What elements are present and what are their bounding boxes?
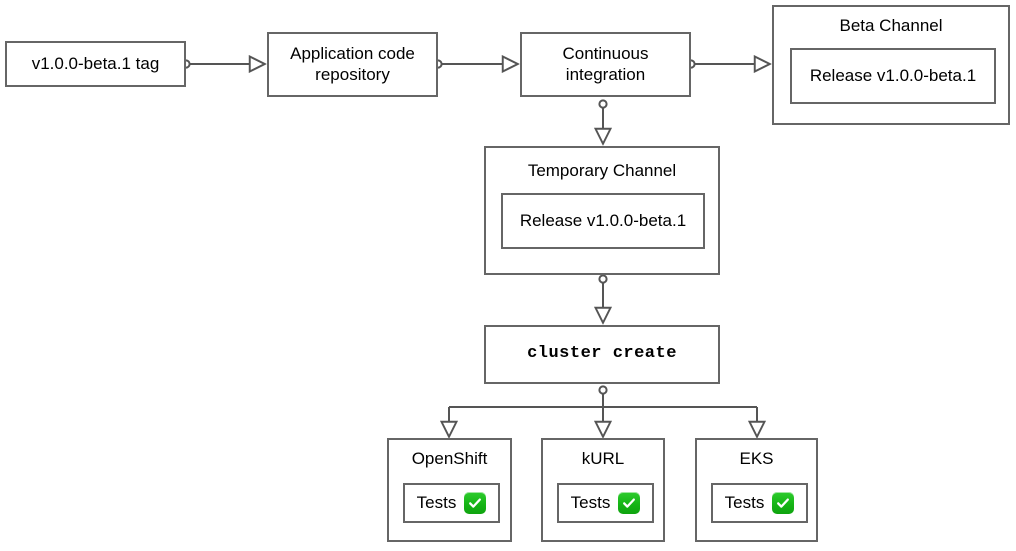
eks-tests-box[interactable]: Tests [711, 483, 808, 523]
eks-title: EKS [739, 449, 774, 468]
check-mark-button-icon [464, 492, 487, 514]
node-beta-channel[interactable]: Beta Channel Release v1.0.0-beta.1 [772, 5, 1010, 125]
edge-source-dot [598, 99, 608, 109]
check-mark-button-icon [618, 492, 641, 514]
temporary-channel-title: Temporary Channel [527, 161, 677, 180]
node-tag-label: v1.0.0-beta.1 tag [31, 53, 160, 73]
openshift-title: OpenShift [411, 449, 488, 468]
node-application-code-repository-label: Application code repository [290, 44, 415, 85]
node-eks[interactable]: EKS Tests [695, 438, 818, 542]
eks-tests-label: Tests [724, 492, 765, 512]
edge-source-dot [598, 385, 608, 395]
temporary-channel-release-label: Release v1.0.0-beta.1 [519, 210, 687, 230]
kurl-tests-label: Tests [570, 492, 611, 512]
beta-channel-release-label: Release v1.0.0-beta.1 [809, 65, 977, 85]
temporary-channel-release-box[interactable]: Release v1.0.0-beta.1 [501, 193, 705, 249]
repo-line-1: Application code [290, 43, 415, 63]
beta-channel-release-box[interactable]: Release v1.0.0-beta.1 [790, 48, 996, 104]
ci-line-1: Continuous [562, 43, 649, 63]
ci-line-2: integration [565, 64, 646, 84]
check-mark-button-icon [772, 492, 795, 514]
openshift-tests-box[interactable]: Tests [403, 483, 500, 523]
openshift-tests-cell: Tests [417, 492, 487, 514]
node-tag[interactable]: v1.0.0-beta.1 tag [5, 41, 186, 87]
node-cluster-create[interactable]: cluster create [484, 325, 720, 384]
edge-source-dot [598, 274, 608, 284]
node-temporary-channel[interactable]: Temporary Channel Release v1.0.0-beta.1 [484, 146, 720, 275]
kurl-title: kURL [581, 449, 625, 468]
node-application-code-repository[interactable]: Application code repository [267, 32, 438, 97]
repo-line-2: repository [315, 64, 390, 84]
node-continuous-integration-label: Continuous integration [562, 44, 648, 85]
kurl-tests-box[interactable]: Tests [557, 483, 654, 523]
openshift-tests-label: Tests [416, 492, 457, 512]
beta-channel-title: Beta Channel [839, 16, 943, 35]
kurl-tests-cell: Tests [571, 492, 641, 514]
eks-tests-cell: Tests [725, 492, 795, 514]
node-openshift[interactable]: OpenShift Tests [387, 438, 512, 542]
node-continuous-integration[interactable]: Continuous integration [520, 32, 691, 97]
node-kurl[interactable]: kURL Tests [541, 438, 665, 542]
node-cluster-create-label: cluster create [527, 344, 677, 364]
